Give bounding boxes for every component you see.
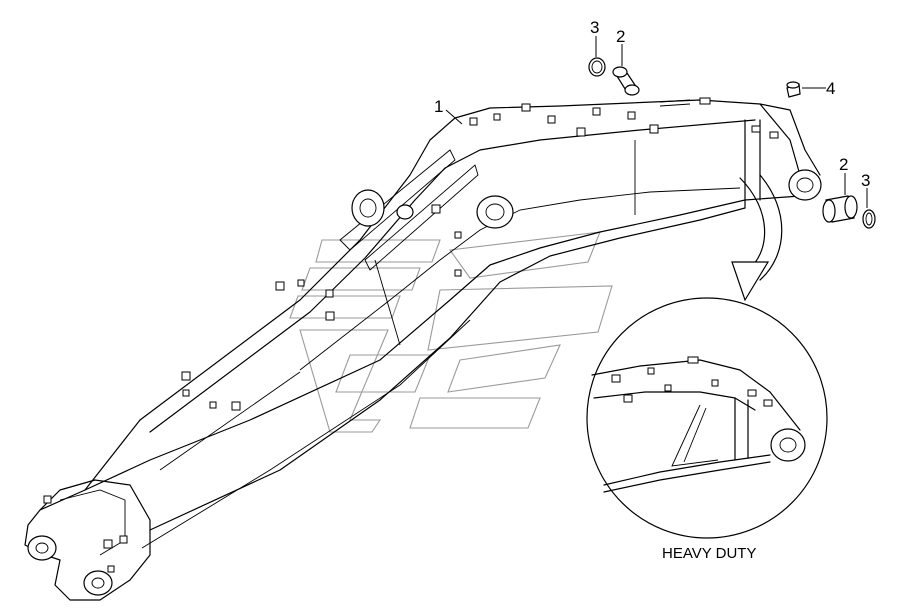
callout-1: 1 — [434, 97, 443, 116]
detail-caption: HEAVY DUTY — [662, 545, 756, 562]
seal-ring-top — [588, 57, 606, 77]
boom-foot-boss-upper — [27, 535, 57, 561]
callout-3-top: 3 — [590, 18, 599, 37]
leader-lines — [445, 36, 868, 208]
callout-2-top: 2 — [616, 27, 625, 46]
pipe-clamps — [43, 97, 779, 573]
heavy-duty-detail — [586, 297, 828, 539]
detail-nose-boss — [770, 428, 806, 462]
callout-4: 4 — [826, 79, 835, 98]
gusset-plates — [339, 149, 479, 346]
boom-arm — [24, 99, 821, 601]
exploded-parts — [588, 57, 876, 229]
boom-foot-boss-lower — [83, 570, 113, 596]
callout-2-right: 2 — [839, 155, 848, 174]
detail-circle — [586, 297, 828, 539]
boom-pin-boss-center — [476, 195, 514, 229]
seal-ring-right — [862, 209, 876, 229]
boom-pin-boss-small — [396, 204, 414, 220]
boom-nose-boss — [788, 169, 822, 201]
callout-3-right: 3 — [861, 171, 870, 190]
watermark-logo — [289, 231, 613, 433]
pin-bosses — [27, 169, 822, 596]
grease-nipple — [786, 81, 801, 98]
bushing-right — [822, 195, 858, 223]
detail-arrow — [731, 174, 783, 302]
bushing-top — [612, 66, 640, 96]
boom-pin-boss-left — [351, 189, 385, 227]
